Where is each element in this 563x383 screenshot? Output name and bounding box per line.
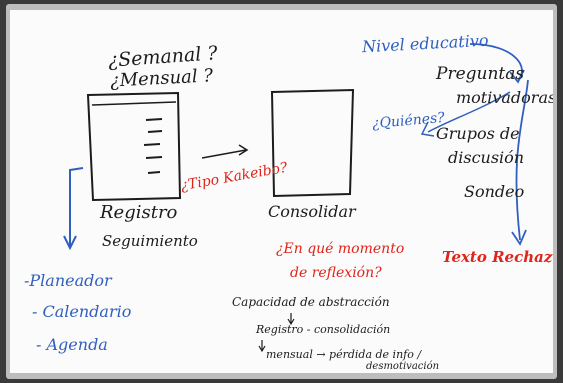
blue-arrowhead-icon [511,229,527,246]
discusion-label: discusión [448,148,525,167]
en-que-momento-question: ¿En qué momento [276,241,405,257]
arrowhead-icon [238,144,249,156]
sondeo-label: Sondeo [464,182,525,201]
registro-consolidacion-note: Registro - consolidación [256,323,391,336]
capacidad-abstraccion-note: Capacidad de abstracción [232,295,390,309]
register-sketch-box [86,91,182,202]
blue-bracket-line [69,167,84,246]
consolidate-sketch-box [270,88,355,198]
preguntas-label: Preguntas [436,64,525,84]
registro-label: Registro [100,202,178,223]
blue-arrowhead-icon [420,121,435,137]
blue-arrowhead-icon [509,69,525,84]
register-sketch-header [91,101,177,106]
consolidar-label: Consolidar [268,202,356,221]
texto-rechazo-label: Texto Rechazo [442,248,553,266]
agenda-item: - Agenda [36,335,108,354]
whiteboard: ¿Semanal ? ¿Mensual ? Registro Seguimien… [10,10,553,373]
hand-drawn-sketches [63,43,529,353]
calendario-item: - Calendario [32,302,132,321]
blue-connector-line [427,91,511,133]
grupos-de-label: Grupos de [436,124,520,143]
down-arrowhead-icon [287,318,295,326]
desmotivacion-note: desmotivación [366,361,440,372]
blue-arrowhead-icon [63,235,77,251]
blue-down-line [515,79,529,241]
de-reflexion-question: de reflexión? [290,265,382,281]
mensual-perdida-note: mensual → pérdida de info / [266,348,422,361]
register-sketch-lines [143,118,163,174]
down-arrowhead-icon [258,345,266,353]
planeador-item: -Planeador [24,271,112,290]
arrow-icon [201,149,247,159]
motivadoras-label: motivadoras [456,88,553,107]
seguimiento-label: Seguimiento [102,232,198,250]
